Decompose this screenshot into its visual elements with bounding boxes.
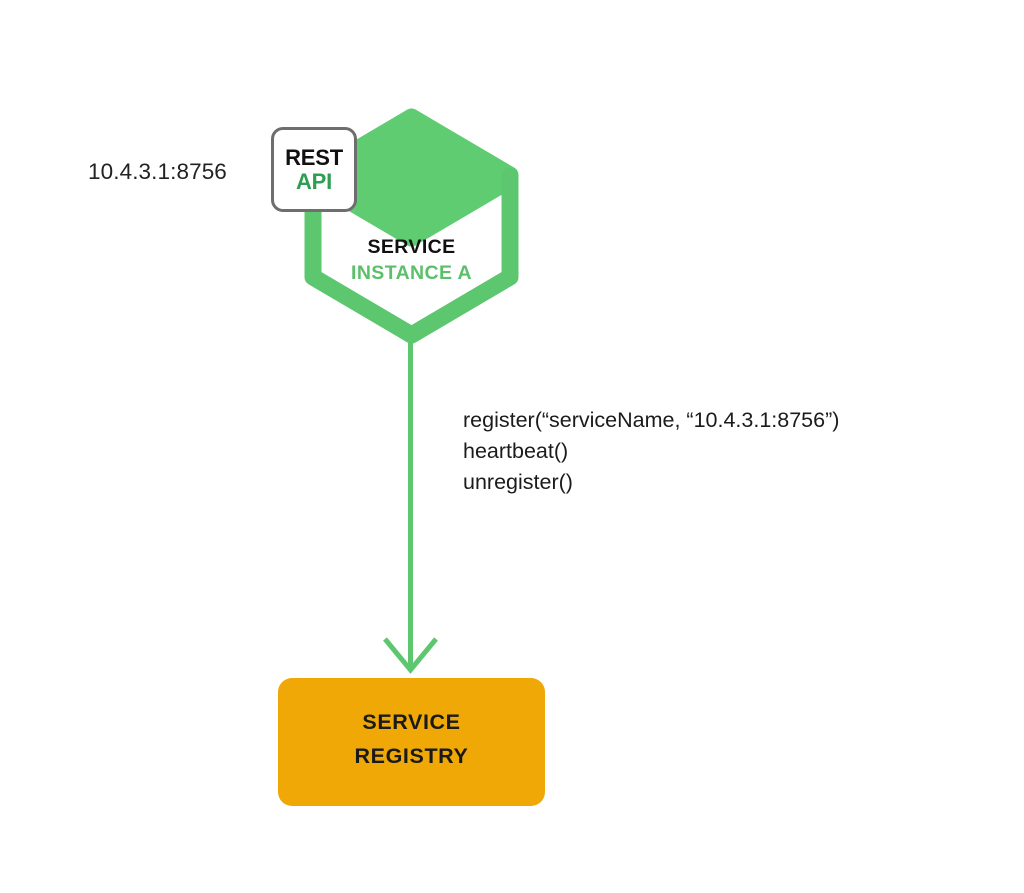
service-instance-subtitle: INSTANCE A [351, 261, 472, 284]
service-instance-label-group: SERVICE INSTANCE A [305, 236, 518, 285]
endpoint-address-label: 10.4.3.1:8756 [88, 159, 227, 184]
registration-call-line-1: register(“serviceName, “10.4.3.1:8756”) [463, 408, 840, 432]
registration-call-line-2: heartbeat() [463, 439, 569, 463]
rest-api-badge-line-top: REST [285, 144, 343, 170]
service-registry-line-2: REGISTRY [354, 743, 469, 768]
rest-api-badge[interactable]: REST API [271, 127, 357, 212]
service-hexagon-lower-outline [304, 167, 519, 344]
registration-call-line-3: unregister() [463, 470, 573, 494]
service-registry-box[interactable] [278, 678, 545, 806]
service-instance-title: SERVICE [367, 236, 456, 258]
service-registry-label-group: SERVICE REGISTRY [278, 710, 545, 770]
registration-arrow-head [383, 637, 438, 674]
service-registry-line-1: SERVICE [362, 710, 461, 734]
rest-api-badge-line-bottom: API [295, 169, 333, 194]
registration-calls-annotation: register(“serviceName, “10.4.3.1:8756”) … [463, 405, 839, 498]
